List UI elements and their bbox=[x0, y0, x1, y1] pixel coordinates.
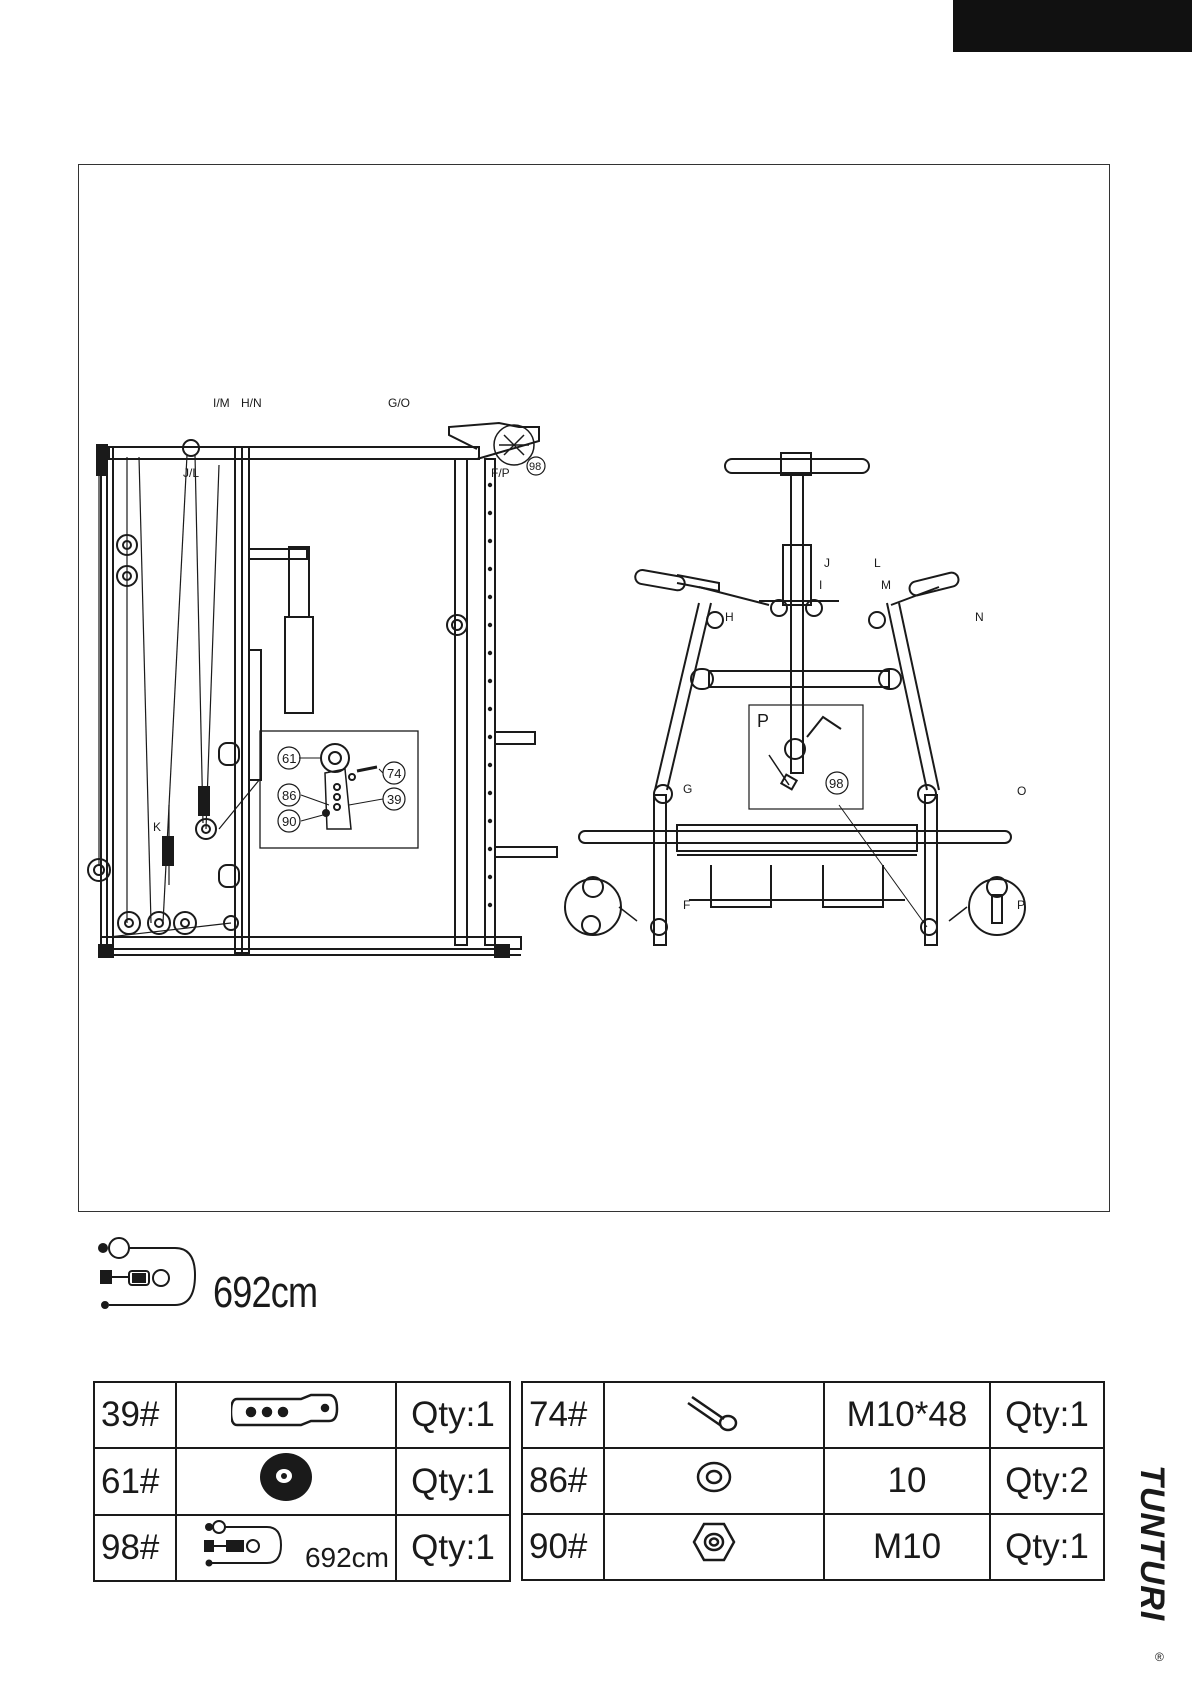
pulley-icon bbox=[176, 1448, 396, 1515]
part-qty: Qty:1 bbox=[990, 1382, 1104, 1448]
parts-table-left: 39# Qty:1 61# Qty:1 98# 692cm bbox=[93, 1381, 511, 1582]
table-row: 86# 10 Qty:2 bbox=[522, 1448, 1104, 1514]
callout-39: 39 bbox=[387, 792, 401, 807]
label-im: I/M bbox=[213, 396, 230, 410]
inset-label-p: P bbox=[757, 711, 769, 731]
label-n: N bbox=[975, 610, 984, 624]
cable-length: 692cm bbox=[305, 1542, 389, 1574]
part-spec: 10 bbox=[824, 1448, 990, 1514]
label-fp: F/P bbox=[491, 466, 510, 480]
parts-table-right: 74# M10*48 Qty:1 86# 10 Qty:2 90# M10 Qt… bbox=[521, 1381, 1105, 1581]
front-view bbox=[565, 453, 1025, 945]
label-hn: H/N bbox=[241, 396, 262, 410]
part-code: 90# bbox=[522, 1514, 604, 1580]
callout-86: 86 bbox=[282, 788, 296, 803]
callout-98-right: 98 bbox=[829, 776, 843, 791]
svg-text:®: ® bbox=[1155, 1650, 1164, 1664]
part-qty: Qty:1 bbox=[396, 1382, 510, 1448]
label-m: M bbox=[881, 578, 891, 592]
table-row: 98# 692cm Qty:1 bbox=[94, 1515, 510, 1581]
part-spec: M10 bbox=[824, 1514, 990, 1580]
part-code: 86# bbox=[522, 1448, 604, 1514]
part-spec: M10*48 bbox=[824, 1382, 990, 1448]
assembly-diagram: I/M H/N G/O J/L F/P K 98 61 74 86 39 90 … bbox=[79, 165, 1111, 1213]
part-qty: Qty:2 bbox=[990, 1448, 1104, 1514]
callout-90: 90 bbox=[282, 814, 296, 829]
assembly-figure-frame: I/M H/N G/O J/L F/P K 98 61 74 86 39 90 … bbox=[78, 164, 1110, 1212]
page-tab bbox=[953, 0, 1192, 52]
callout-74: 74 bbox=[387, 766, 401, 781]
table-row: 39# Qty:1 bbox=[94, 1382, 510, 1448]
bolt-icon bbox=[604, 1382, 824, 1448]
label-j: J bbox=[824, 556, 830, 570]
part-qty: Qty:1 bbox=[396, 1448, 510, 1515]
part-code: 98# bbox=[94, 1515, 176, 1581]
label-go: G/O bbox=[388, 396, 410, 410]
label-l: L bbox=[874, 556, 881, 570]
bracket-icon bbox=[176, 1382, 396, 1448]
part-code: 74# bbox=[522, 1382, 604, 1448]
label-i: I bbox=[819, 578, 822, 592]
side-view bbox=[88, 423, 557, 957]
part-code: 61# bbox=[94, 1448, 176, 1515]
label-k: K bbox=[153, 820, 161, 834]
label-h: H bbox=[725, 610, 734, 624]
part-qty: Qty:1 bbox=[396, 1515, 510, 1581]
cable-length-label: 692cm bbox=[213, 1268, 317, 1318]
table-row: 61# Qty:1 bbox=[94, 1448, 510, 1515]
label-o: O bbox=[1017, 784, 1026, 798]
cable-icon bbox=[95, 1235, 205, 1315]
part-qty: Qty:1 bbox=[990, 1514, 1104, 1580]
callout-98-left: 98 bbox=[529, 461, 541, 473]
brand-name: TUNTURI bbox=[1133, 1465, 1171, 1622]
label-f: F bbox=[683, 898, 690, 912]
part-code: 39# bbox=[94, 1382, 176, 1448]
brand-logo: TUNTURI ® bbox=[1115, 1465, 1185, 1705]
label-jl: J/L bbox=[183, 466, 199, 480]
nut-icon bbox=[604, 1514, 824, 1580]
cable-icon: 692cm bbox=[176, 1515, 396, 1581]
washer-icon bbox=[604, 1448, 824, 1514]
table-row: 74# M10*48 Qty:1 bbox=[522, 1382, 1104, 1448]
label-p: P bbox=[1017, 898, 1025, 912]
table-row: 90# M10 Qty:1 bbox=[522, 1514, 1104, 1580]
callout-61: 61 bbox=[282, 751, 296, 766]
label-g: G bbox=[683, 782, 692, 796]
